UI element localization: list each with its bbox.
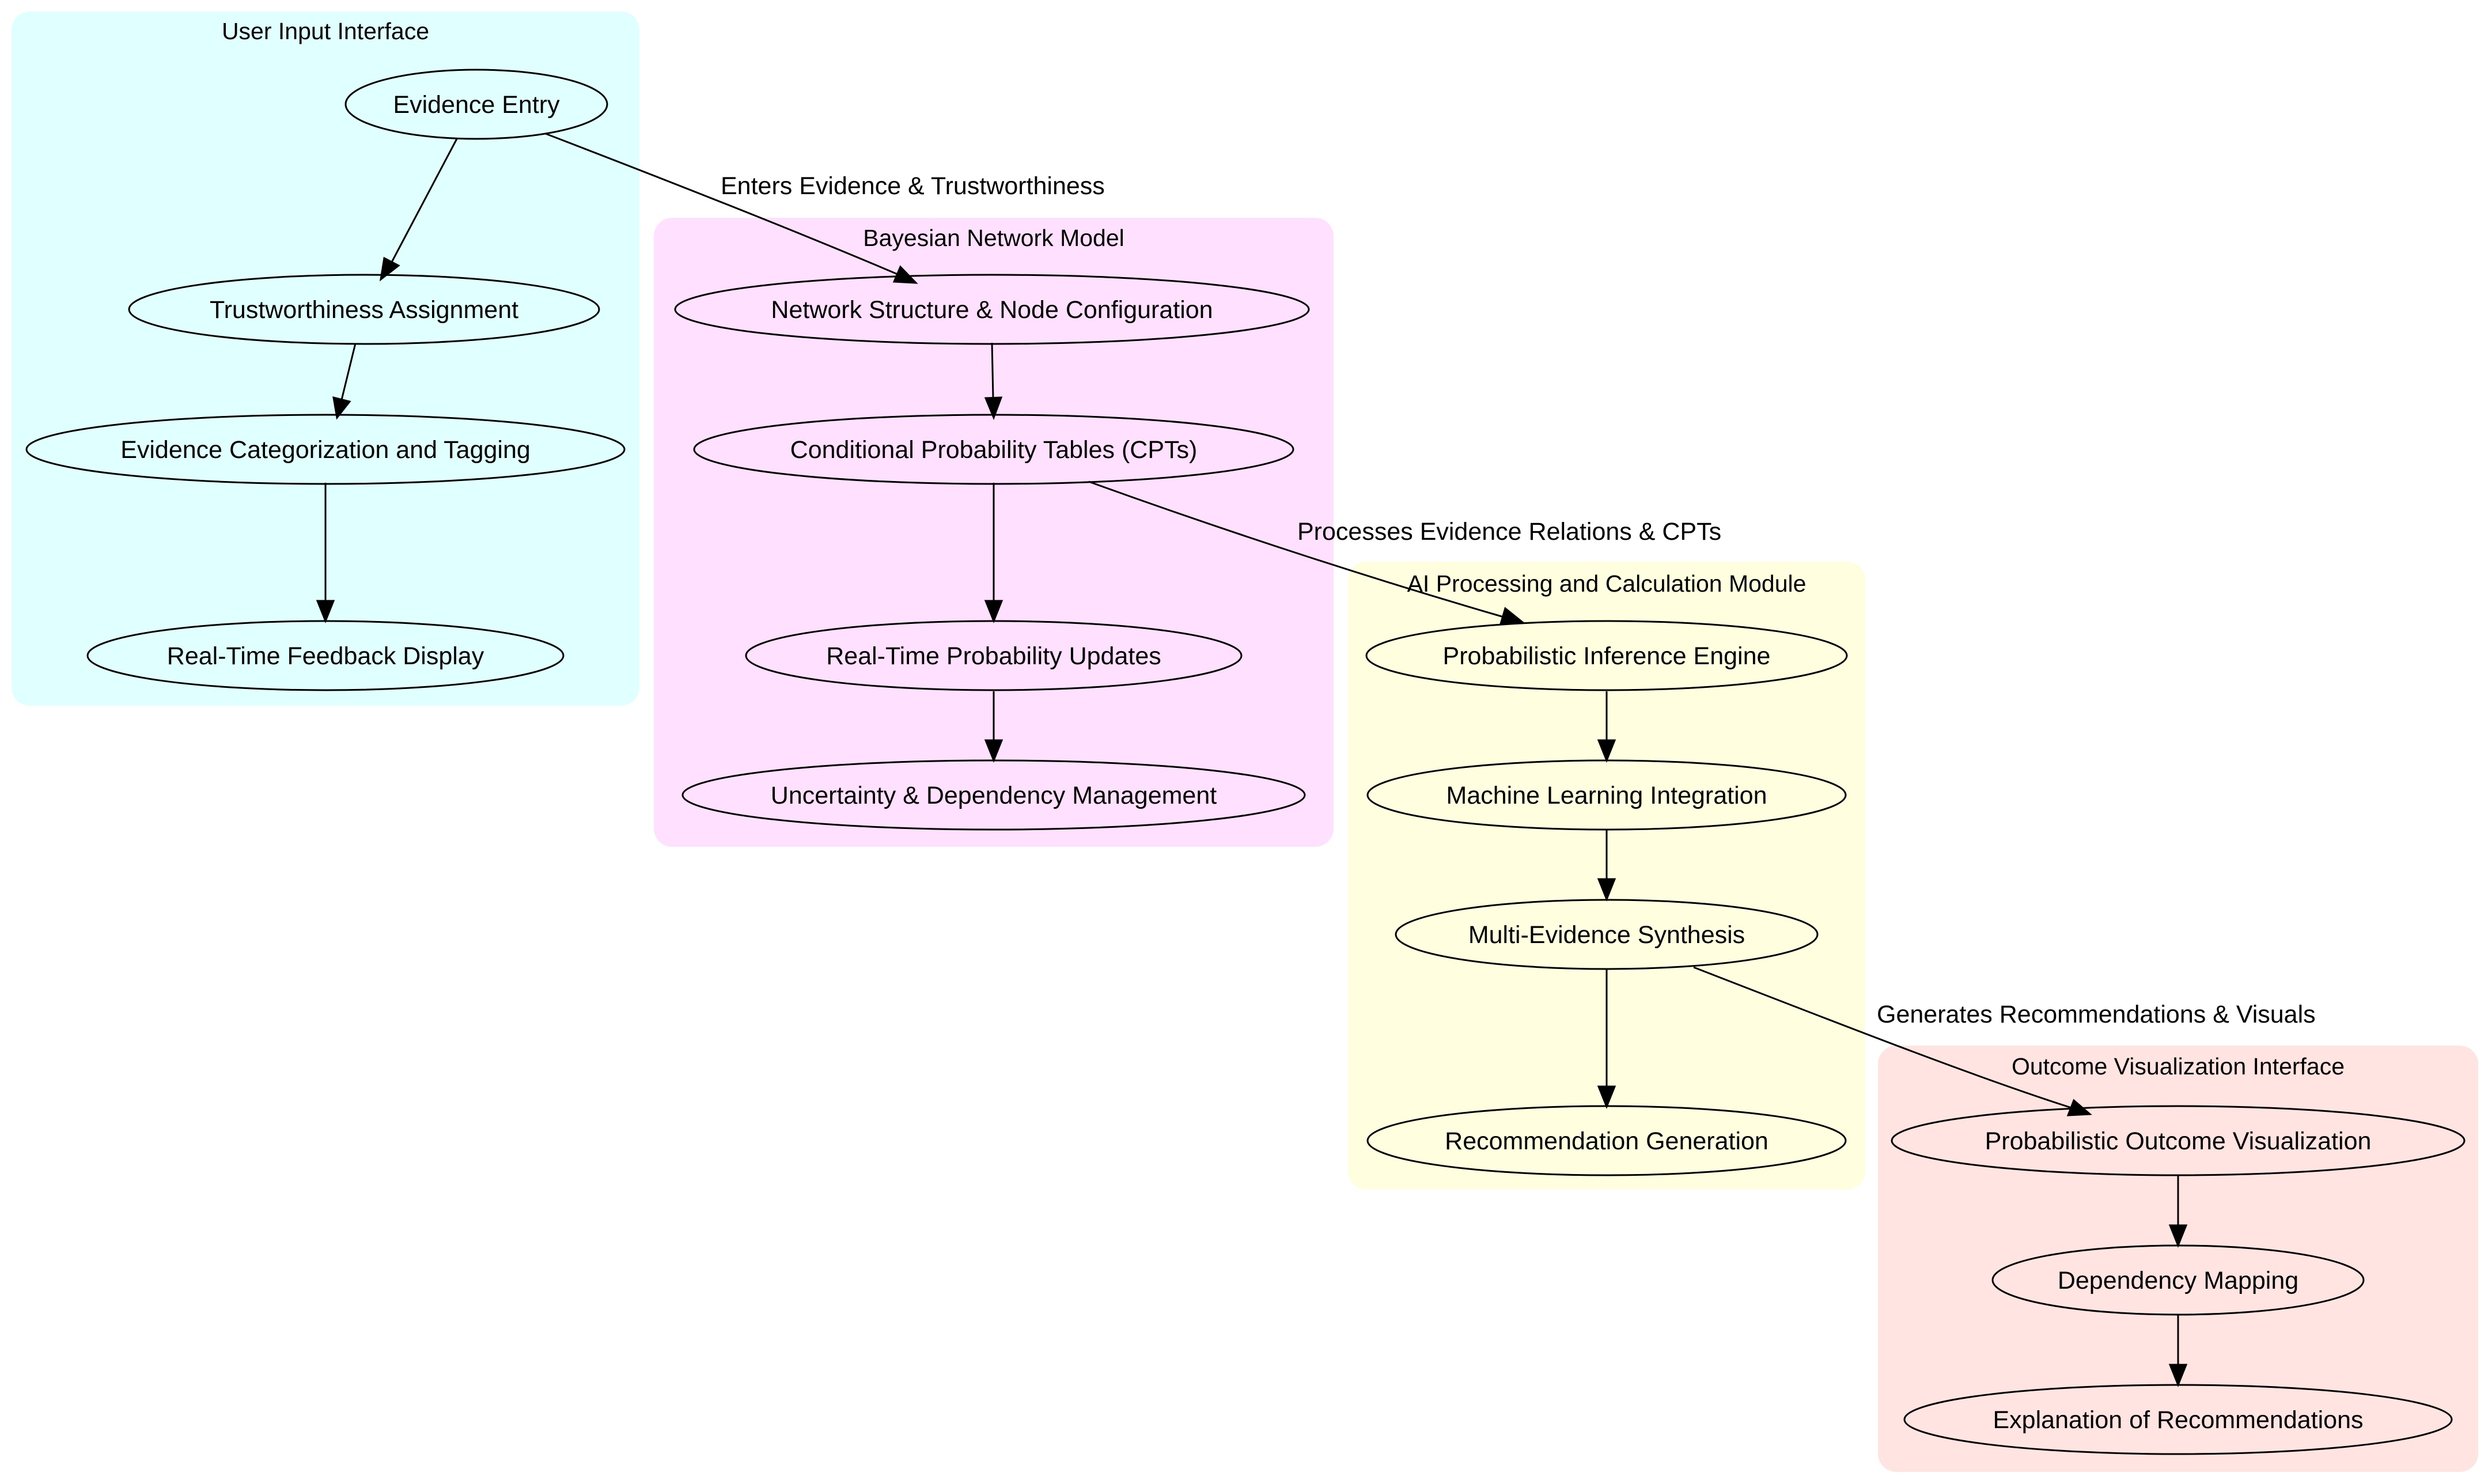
node-label-outcome-visualization: Probabilistic Outcome Visualization: [1985, 1127, 2372, 1155]
edge-label-ai-to-outcome: Generates Recommendations & Visuals: [1877, 1001, 2316, 1028]
node-network-structure: Network Structure & Node Configuration: [674, 274, 1310, 345]
node-ml-integration: Machine Learning Integration: [1366, 759, 1847, 831]
node-label-multi-evidence: Multi-Evidence Synthesis: [1468, 921, 1745, 949]
node-label-cpts: Conditional Probability Tables (CPTs): [790, 436, 1198, 464]
edge-categorization-to-feedback: [316, 483, 335, 624]
node-explanation: Explanation of Recommendations: [1903, 1384, 2453, 1455]
edge-dependency-mapping-to-explanation: [2168, 1315, 2188, 1388]
node-uncertainty-management: Uncertainty & Dependency Management: [681, 759, 1306, 831]
node-label-explanation: Explanation of Recommendations: [1993, 1406, 2364, 1434]
node-label-ml-integration: Machine Learning Integration: [1446, 782, 1767, 809]
node-label-uncertainty-management: Uncertainty & Dependency Management: [771, 782, 1217, 809]
cluster-outcome-background: [1878, 1046, 2478, 1472]
edge-realtime-probability-to-uncertainty: [984, 691, 1003, 763]
edge-label-network-to-ai: Processes Evidence Relations & CPTs: [1297, 518, 1721, 546]
edge-inference-to-ml: [1597, 691, 1616, 763]
node-label-inference-engine: Probabilistic Inference Engine: [1443, 642, 1771, 670]
node-recommendation-generation: Recommendation Generation: [1366, 1105, 1847, 1176]
node-label-evidence-entry: Evidence Entry: [393, 91, 560, 119]
edge-input-to-network: [545, 132, 918, 284]
node-dependency-mapping: Dependency Mapping: [1991, 1244, 2365, 1316]
cluster-title-bayesian: Bayesian Network Model: [863, 225, 1124, 251]
node-label-recommendation-generation: Recommendation Generation: [1445, 1127, 1769, 1155]
edge-ml-to-multi-evidence: [1597, 830, 1616, 902]
edge-cpts-to-realtime-probability: [984, 483, 1003, 624]
cluster-outcome-visualization-interface: Outcome Visualization Interface: [1878, 1046, 2478, 1472]
node-label-realtime-feedback: Real-Time Feedback Display: [167, 642, 484, 670]
node-label-realtime-probability: Real-Time Probability Updates: [826, 642, 1161, 670]
node-label-dependency-mapping: Dependency Mapping: [2058, 1267, 2298, 1294]
node-realtime-feedback: Real-Time Feedback Display: [86, 620, 565, 691]
node-trustworthiness-assignment: Trustworthiness Assignment: [128, 274, 600, 345]
node-evidence-entry: Evidence Entry: [344, 69, 608, 140]
edge-network-structure-to-cpts: [984, 342, 1003, 421]
node-cpts: Conditional Probability Tables (CPTs): [693, 414, 1294, 485]
node-label-network-structure: Network Structure & Node Configuration: [771, 296, 1213, 324]
cluster-title-user-input: User Input Interface: [222, 18, 429, 44]
node-realtime-probability: Real-Time Probability Updates: [745, 620, 1243, 691]
node-label-evidence-categorization: Evidence Categorization and Tagging: [120, 436, 531, 464]
node-label-trustworthiness-assignment: Trustworthiness Assignment: [210, 296, 518, 324]
edge-outcome-to-dependency-mapping: [2168, 1175, 2188, 1248]
edge-label-input-to-network: Enters Evidence & Trustworthiness: [721, 172, 1105, 200]
cluster-user-input-interface: User Input Interface: [12, 12, 639, 706]
node-multi-evidence: Multi-Evidence Synthesis: [1395, 899, 1819, 970]
edge-trustworthiness-to-categorization: [332, 343, 357, 420]
edge-multi-evidence-to-recommendation: [1597, 970, 1616, 1110]
node-inference-engine: Probabilistic Inference Engine: [1365, 620, 1848, 691]
node-evidence-categorization: Evidence Categorization and Tagging: [25, 414, 626, 485]
node-outcome-visualization: Probabilistic Outcome Visualization: [1891, 1105, 2466, 1176]
cluster-user-input-background: [12, 12, 639, 706]
cluster-title-ai-processing: AI Processing and Calculation Module: [1407, 570, 1807, 597]
cluster-title-outcome: Outcome Visualization Interface: [2012, 1053, 2345, 1080]
